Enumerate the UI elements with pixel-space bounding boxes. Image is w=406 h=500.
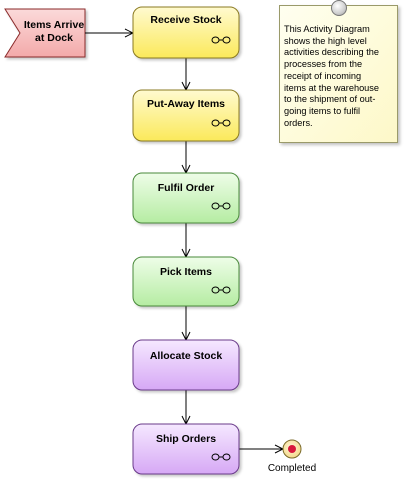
activity-ship-orders[interactable]: Ship Orders <box>132 423 240 475</box>
control-flows <box>85 33 283 449</box>
event-label-line-2: at Dock <box>35 32 73 44</box>
activity-put-away-items[interactable]: Put-Away Items <box>132 89 240 142</box>
final-node[interactable] <box>282 439 302 459</box>
event-items-arrive[interactable]: Items Arrive at Dock <box>4 8 86 58</box>
activity-label: Fulfil Order <box>158 182 215 194</box>
composite-rake-icon <box>211 286 231 294</box>
pin-icon <box>331 0 347 16</box>
activity-label: Allocate Stock <box>150 350 223 362</box>
event-label-line-1: Items Arrive <box>24 19 84 31</box>
composite-rake-icon <box>211 202 231 210</box>
activity-label: Ship Orders <box>156 433 216 445</box>
activity-fulfil-order[interactable]: Fulfil Order <box>132 172 240 224</box>
activity-pick-items[interactable]: Pick Items <box>132 256 240 307</box>
activity-label: Pick Items <box>160 266 212 278</box>
activity-label: Put-Away Items <box>147 98 225 110</box>
final-node-label: Completed <box>267 463 317 474</box>
composite-rake-icon <box>211 453 231 461</box>
note[interactable] <box>279 5 398 143</box>
composite-rake-icon <box>211 36 231 44</box>
composite-rake-icon <box>211 119 231 127</box>
activity-label: Receive Stock <box>150 14 221 26</box>
note-text: This Activity Diagram shows the high lev… <box>284 24 379 128</box>
activity-allocate-stock[interactable]: Allocate Stock <box>132 339 240 391</box>
activity-receive-stock[interactable]: Receive Stock <box>132 6 240 59</box>
